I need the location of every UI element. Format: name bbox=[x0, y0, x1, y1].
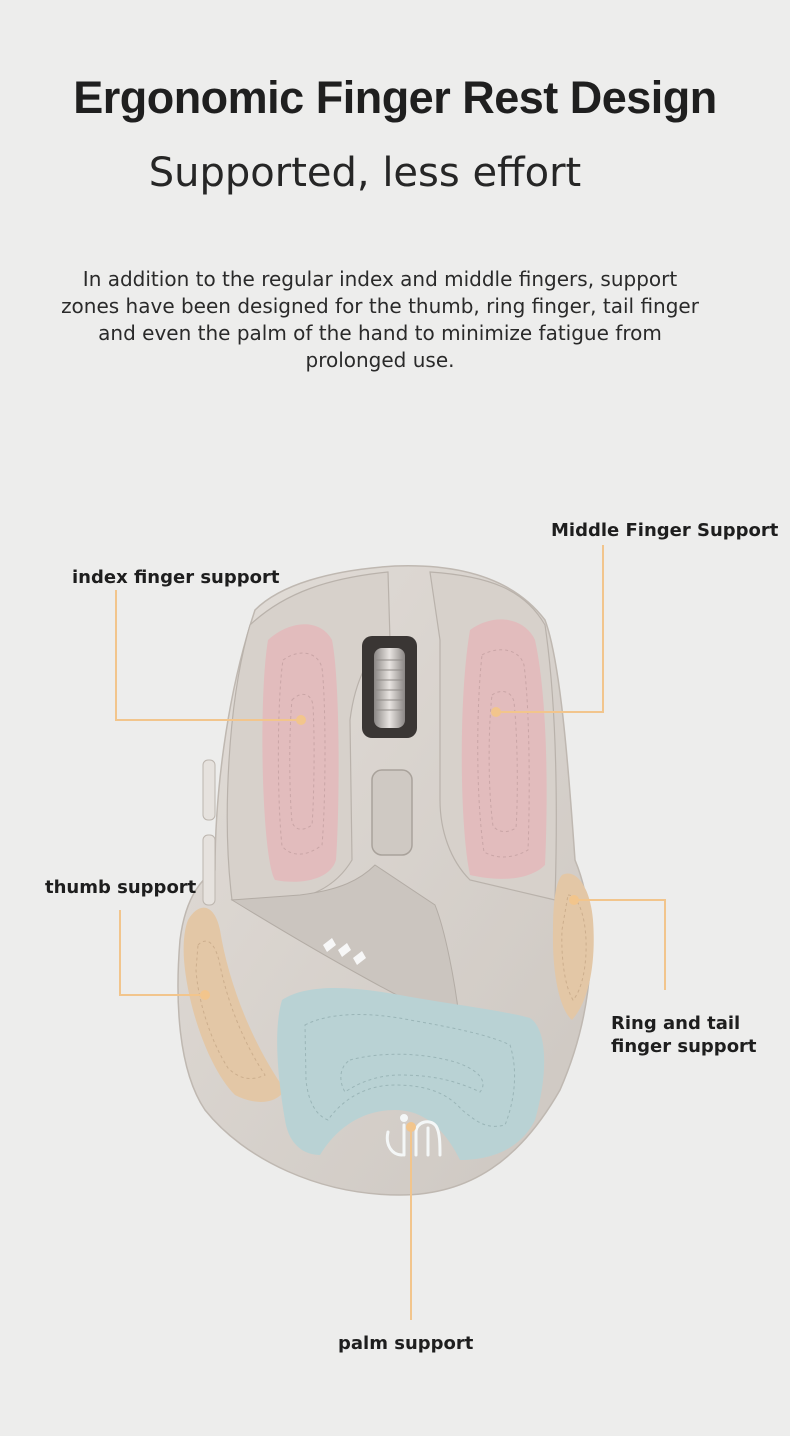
middle-finger-pad bbox=[461, 619, 547, 879]
side-button-forward bbox=[202, 759, 216, 821]
ring-tail-pad bbox=[552, 873, 594, 1020]
label-palm-support: palm support bbox=[338, 1333, 474, 1354]
label-middle-finger-support: Middle Finger Support bbox=[551, 520, 779, 541]
scroll-wheel bbox=[374, 648, 405, 728]
palm-pad bbox=[277, 988, 545, 1160]
page-subtitle: Supported, less effort bbox=[148, 150, 582, 196]
feature-description: In addition to the regular index and mid… bbox=[61, 267, 699, 372]
index-finger-pad bbox=[262, 624, 339, 882]
leader-lines bbox=[115, 545, 666, 1320]
page-title: Ergonomic Finger Rest Design bbox=[73, 72, 717, 123]
label-thumb-support: thumb support bbox=[45, 877, 197, 898]
label-ring-tail-support: Ring and tail finger support bbox=[611, 1013, 757, 1057]
side-button-back bbox=[202, 834, 216, 906]
leader-ring bbox=[576, 899, 666, 990]
leader-index bbox=[115, 590, 298, 721]
indicator-lights bbox=[323, 938, 366, 965]
brand-logo-icon bbox=[385, 1114, 442, 1157]
leader-dots bbox=[200, 707, 579, 1132]
leader-middle bbox=[498, 545, 604, 713]
dpi-button bbox=[371, 769, 413, 856]
label-index-finger-support: index finger support bbox=[72, 567, 280, 588]
thumb-pad bbox=[183, 907, 285, 1102]
leader-thumb bbox=[119, 910, 204, 996]
